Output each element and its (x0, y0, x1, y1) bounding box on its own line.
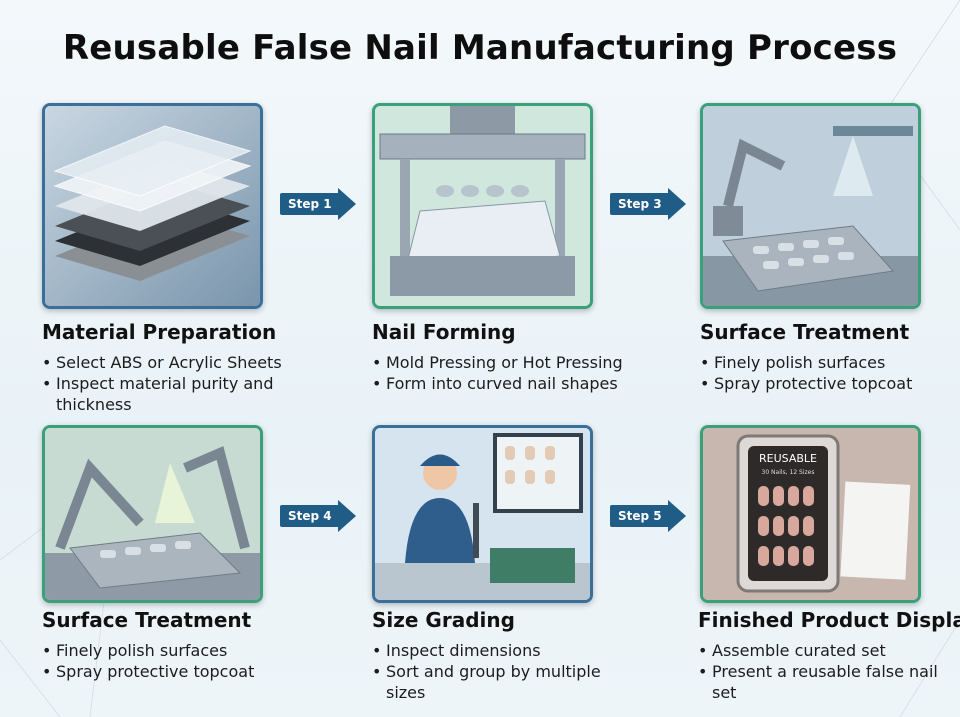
step-bullets: Finely polish surfaces Spray protective … (42, 640, 322, 682)
step-title: Finished Product Display (698, 608, 960, 632)
step-arrow-1: Step 1 (280, 188, 356, 220)
bullet-item: Mold Pressing or Hot Pressing (372, 352, 652, 373)
arrow-head-icon (337, 188, 356, 220)
surface-treatment-image-2 (42, 425, 263, 603)
step-arrow-3: Step 4 (280, 500, 356, 532)
bullet-item: Spray protective topcoat (700, 373, 950, 394)
worker-inspection-icon (375, 428, 590, 600)
step-title: Surface Treatment (42, 608, 252, 632)
step-bullets: Mold Pressing or Hot Pressing Form into … (372, 352, 652, 394)
bullet-item: Spray protective topcoat (42, 661, 322, 682)
step-arrow-label: Step 4 (280, 505, 338, 527)
finished-product-image: REUSABLE 30 Nails, 12 Sizes (700, 425, 921, 603)
bullet-item: Form into curved nail shapes (372, 373, 652, 394)
step-title: Surface Treatment (700, 320, 910, 344)
bullet-item: Select ABS or Acrylic Sheets (42, 352, 322, 373)
bullet-item: Assemble curated set (698, 640, 948, 661)
step-title: Material Preparation (42, 320, 277, 344)
page-title: Reusable False Nail Manufacturing Proces… (62, 28, 898, 68)
press-machine-icon (375, 106, 590, 306)
arrow-head-icon (667, 500, 686, 532)
arrow-head-icon (667, 188, 686, 220)
bullet-item: Finely polish surfaces (700, 352, 950, 373)
size-grading-image (372, 425, 593, 603)
surface-treatment-image (700, 103, 921, 309)
step-arrow-label: Step 5 (610, 505, 668, 527)
acrylic-sheets-icon (45, 106, 260, 306)
step-arrow-label: Step 3 (610, 193, 668, 215)
package-subtitle: 30 Nails, 12 Sizes (762, 469, 815, 476)
package-brand: REUSABLE (759, 452, 817, 465)
bullet-item: Sort and group by multiple sizes (372, 661, 632, 703)
nail-package-icon: REUSABLE 30 Nails, 12 Sizes (703, 428, 918, 600)
step-bullets: Inspect dimensions Sort and group by mul… (372, 640, 632, 703)
step-bullets: Finely polish surfaces Spray protective … (700, 352, 950, 394)
step-arrow-4: Step 5 (610, 500, 686, 532)
bullet-item: Inspect material purity and thickness (42, 373, 322, 415)
bullet-item: Present a reusable false nail set (698, 661, 948, 703)
step-bullets: Assemble curated set Present a reusable … (698, 640, 948, 703)
bullet-item: Inspect dimensions (372, 640, 632, 661)
bullet-item: Finely polish surfaces (42, 640, 322, 661)
step-bullets: Select ABS or Acrylic Sheets Inspect mat… (42, 352, 322, 415)
arrow-head-icon (337, 500, 356, 532)
step-arrow-label: Step 1 (280, 193, 338, 215)
step-title: Nail Forming (372, 320, 516, 344)
step-title: Size Grading (372, 608, 515, 632)
nail-forming-image (372, 103, 593, 309)
material-preparation-image (42, 103, 263, 309)
robot-sprayer-icon (45, 428, 260, 600)
robot-arm-icon (703, 106, 918, 306)
step-arrow-2: Step 3 (610, 188, 686, 220)
